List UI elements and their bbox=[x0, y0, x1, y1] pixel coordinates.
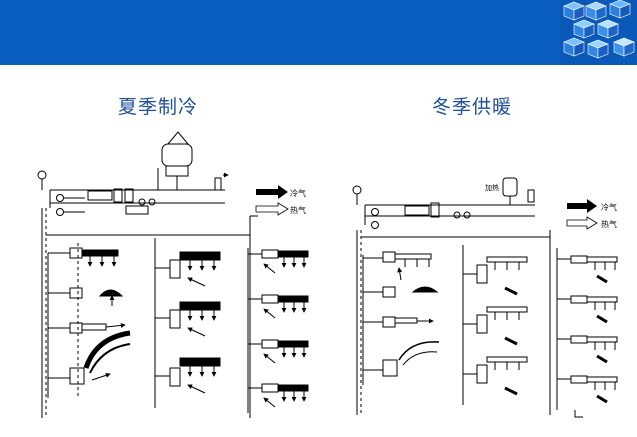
cube-pattern-decoration bbox=[560, 0, 637, 65]
header-banner bbox=[0, 0, 637, 65]
filter-component bbox=[87, 190, 113, 201]
legend-hot-label: 热气 bbox=[601, 219, 617, 229]
hot-air-arrow bbox=[566, 216, 598, 230]
right-unit-column bbox=[247, 248, 309, 413]
valve-icon bbox=[56, 208, 64, 216]
damper-component bbox=[113, 188, 123, 203]
valve-icon bbox=[371, 221, 379, 229]
summer-cooling-diagram: 冷气 热气 bbox=[37, 131, 309, 418]
summer-cooling-title: 夏季制冷 bbox=[118, 96, 199, 118]
cold-air-arrow bbox=[256, 185, 288, 199]
heater-label: 加热 bbox=[485, 183, 499, 192]
legend-cold-label: 冷气 bbox=[290, 188, 306, 198]
middle-unit-column bbox=[462, 245, 528, 405]
left-unit-column bbox=[47, 243, 131, 398]
right-unit-column bbox=[556, 248, 618, 418]
left-unit-column bbox=[362, 251, 440, 385]
valve-icon bbox=[138, 198, 146, 206]
valve-icon bbox=[56, 194, 64, 202]
winter-heating-diagram: 加热 冷气 热气 bbox=[352, 177, 618, 418]
cold-air-arrow bbox=[567, 199, 597, 213]
winter-heating-title: 冬季供暖 bbox=[432, 96, 513, 118]
heater-icon bbox=[502, 177, 518, 197]
middle-unit-column bbox=[154, 238, 221, 408]
hot-air-arrow bbox=[255, 202, 289, 216]
thermostat-icon bbox=[37, 170, 47, 180]
legend-hot-label: 热气 bbox=[290, 205, 306, 215]
legend-cold-label: 冷气 bbox=[601, 202, 617, 212]
valve-icon bbox=[371, 208, 379, 216]
fan-icon bbox=[166, 131, 190, 145]
thermostat-icon bbox=[352, 185, 362, 195]
